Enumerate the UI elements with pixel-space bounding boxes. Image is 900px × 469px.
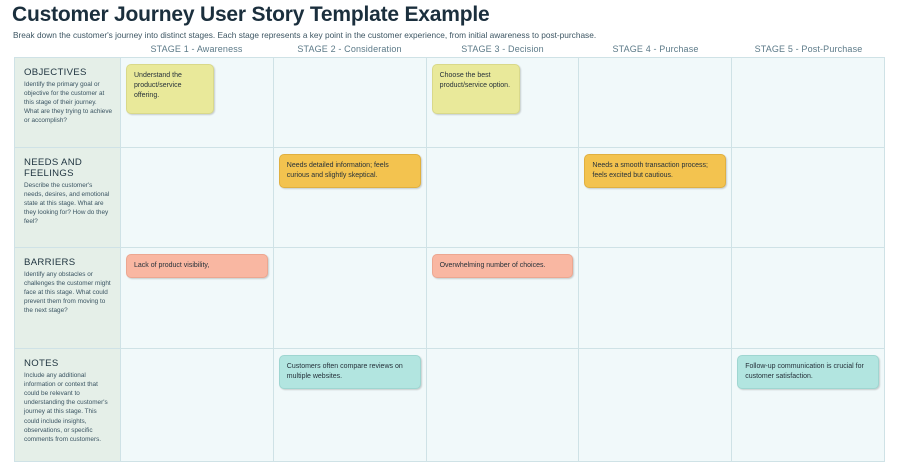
cell-notes-stage3[interactable] (426, 349, 580, 461)
sticky-note[interactable]: Lack of product visibility, (126, 254, 268, 279)
cell-notes-stage2[interactable]: Customers often compare reviews on multi… (273, 349, 427, 461)
table-row: NOTES Include any additional information… (15, 349, 884, 461)
cell-objectives-stage3[interactable]: Choose the best product/service option. (426, 58, 580, 147)
row-label-notes: NOTES Include any additional information… (15, 349, 121, 461)
cell-barriers-stage2[interactable] (273, 248, 427, 348)
page-subtitle: Break down the customer's journey into d… (13, 30, 597, 40)
row-title: NEEDS AND FEELINGS (24, 157, 83, 180)
row-label-needs-and-feelings: NEEDS AND FEELINGS Describe the customer… (15, 148, 121, 247)
sticky-note[interactable]: Customers often compare reviews on multi… (278, 355, 421, 390)
row-description: Include any additional information or co… (24, 372, 108, 443)
table-row: OBJECTIVES Identify the primary goal or … (15, 58, 884, 148)
table-row: NEEDS AND FEELINGS Describe the customer… (15, 148, 884, 248)
stage-header-row: STAGE 1 - Awareness STAGE 2 - Considerat… (14, 44, 885, 57)
row-title: OBJECTIVES (24, 67, 87, 78)
stage-header-5: STAGE 5 - Post-Purchase (754, 44, 863, 54)
sticky-note[interactable]: Understand the product/service offering. (126, 64, 214, 114)
sticky-note[interactable]: Overwhelming number of choices. (431, 254, 574, 279)
cell-objectives-stage5[interactable] (732, 58, 884, 147)
sticky-note[interactable]: Choose the best product/service option. (431, 64, 520, 114)
cell-objectives-stage4[interactable] (579, 58, 733, 147)
row-description: Identify any obstacles or challenges the… (24, 271, 111, 315)
sticky-note[interactable]: Needs detailed information; feels curiou… (278, 154, 421, 189)
stage-header-2: STAGE 2 - Consideration (297, 44, 402, 54)
row-description: Identify the primary goal or objective f… (24, 81, 113, 125)
sticky-note[interactable]: Needs a smooth transaction process; feel… (584, 154, 727, 189)
cell-objectives-stage2[interactable] (273, 58, 427, 147)
cell-barriers-stage5[interactable] (732, 248, 884, 348)
cell-notes-stage5[interactable]: Follow-up communication is crucial for c… (732, 349, 884, 461)
row-label-barriers: BARRIERS Identify any obstacles or chall… (15, 248, 121, 348)
row-title: BARRIERS (24, 257, 76, 268)
row-title: NOTES (24, 358, 59, 369)
stage-header-spacer (14, 44, 120, 57)
cell-barriers-stage4[interactable] (579, 248, 733, 348)
stage-header-4: STAGE 4 - Purchase (612, 44, 699, 54)
cell-objectives-stage1[interactable]: Understand the product/service offering. (121, 58, 274, 147)
cell-barriers-stage1[interactable]: Lack of product visibility, (121, 248, 274, 348)
cell-notes-stage4[interactable] (579, 349, 733, 461)
cell-needs-stage1[interactable] (121, 148, 274, 247)
cell-needs-stage2[interactable]: Needs detailed information; feels curiou… (273, 148, 427, 247)
stage-header-1: STAGE 1 - Awareness (150, 44, 243, 54)
cell-needs-stage5[interactable] (732, 148, 884, 247)
cell-barriers-stage3[interactable]: Overwhelming number of choices. (426, 248, 580, 348)
cell-needs-stage3[interactable] (426, 148, 580, 247)
stage-header-3: STAGE 3 - Decision (461, 44, 544, 54)
sticky-note[interactable]: Follow-up communication is crucial for c… (737, 355, 879, 390)
cell-needs-stage4[interactable]: Needs a smooth transaction process; feel… (579, 148, 733, 247)
row-description: Describe the customer's needs, desires, … (24, 182, 110, 226)
row-label-objectives: OBJECTIVES Identify the primary goal or … (15, 58, 121, 147)
table-row: BARRIERS Identify any obstacles or chall… (15, 248, 884, 349)
page-title: Customer Journey User Story Template Exa… (12, 3, 490, 26)
cell-notes-stage1[interactable] (121, 349, 274, 461)
journey-grid: OBJECTIVES Identify the primary goal or … (14, 57, 885, 462)
